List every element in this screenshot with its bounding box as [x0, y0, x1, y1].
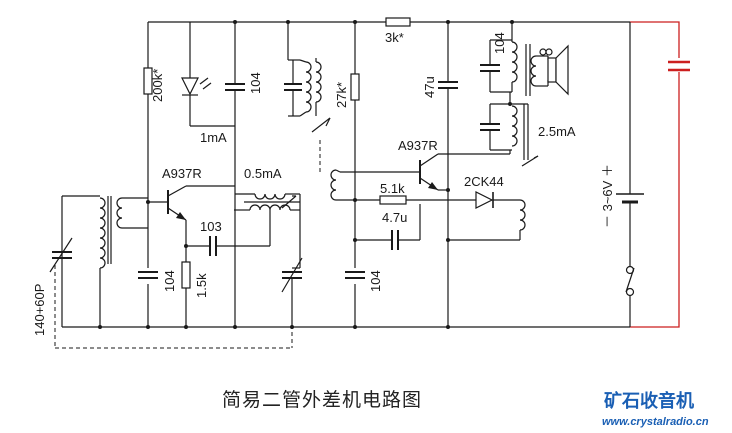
- capacitor-4-7u-label: 4.7u: [382, 210, 407, 225]
- diode-label: 2CK44: [464, 174, 504, 189]
- battery-wiring: [630, 21, 680, 328]
- resistor-1-5k: 1.5k: [181, 246, 209, 327]
- coupling-coil-2: [330, 169, 357, 202]
- battery: － 3~6V ＋: [600, 22, 644, 266]
- power-switch: [625, 265, 635, 327]
- junction-dots: [98, 20, 514, 329]
- capacitor-47u-label: 47u: [422, 76, 437, 98]
- resistor-27k-label: 27k*: [334, 82, 349, 108]
- capacitor-104-spk-label: 104: [492, 32, 507, 54]
- output-current-label: 2.5mA: [538, 124, 576, 139]
- antenna-coil: [61, 195, 148, 327]
- resistor-1-5k-label: 1.5k: [194, 273, 209, 298]
- capacitor-103: 103: [184, 219, 270, 256]
- resistor-3k-label: 3k*: [385, 30, 404, 45]
- capacitor-104-led: 104: [225, 22, 263, 327]
- battery-label: － 3~6V ＋: [600, 164, 615, 228]
- oscillator-coil: 0.5mA: [234, 166, 301, 268]
- transistor-1-label: A937R: [162, 166, 202, 181]
- resistor-3k: 3k*: [385, 17, 411, 45]
- brand-name: 矿石收音机: [604, 390, 694, 412]
- speaker-icon: [539, 44, 569, 96]
- detector-coil: [448, 199, 526, 241]
- capacitor-103-label: 103: [200, 219, 222, 234]
- transistor-2-label: A937R: [398, 138, 438, 153]
- diode-2ck44: 2CK44: [464, 174, 520, 209]
- transistor-1: A937R: [148, 166, 235, 246]
- transistor-2: A937R: [340, 138, 511, 191]
- osc-current-label: 0.5mA: [244, 166, 282, 181]
- led-current-label: 1mA: [200, 130, 227, 145]
- if-transformer-1: [284, 22, 331, 133]
- capacitor-104-b2-label: 104: [368, 270, 383, 292]
- variable-capacitor-antenna: 140+60P: [32, 237, 73, 336]
- capacitor-104-led-label: 104: [248, 72, 263, 94]
- capacitor-4-7u: 4.7u: [353, 204, 421, 250]
- resistor-5-1k: 5.1k: [355, 181, 476, 205]
- capacitor-104-b1: 104: [138, 268, 177, 292]
- resistor-200k-label: 200k*: [150, 69, 165, 102]
- resistor-5-1k-label: 5.1k: [380, 181, 405, 196]
- output-transformer: 104: [480, 22, 548, 96]
- resistor-200k: 200k*: [143, 22, 165, 327]
- capacitor-104-b1-label: 104: [162, 270, 177, 292]
- led-indicator: [181, 22, 235, 127]
- resistor-27k: 27k*: [334, 22, 360, 327]
- tuning-cap-label: 140+60P: [32, 284, 47, 336]
- red-capacitor: [668, 60, 690, 72]
- capacitor-104-b2: 104: [345, 268, 383, 292]
- if-transformer-2: 2.5mA: [480, 92, 576, 167]
- variable-capacitor-osc: [281, 257, 303, 327]
- brand-url: www.crystalradio.cn: [602, 416, 709, 428]
- capacitor-47u: 47u: [422, 22, 458, 327]
- diagram-title: 简易二管外差机电路图: [222, 389, 422, 411]
